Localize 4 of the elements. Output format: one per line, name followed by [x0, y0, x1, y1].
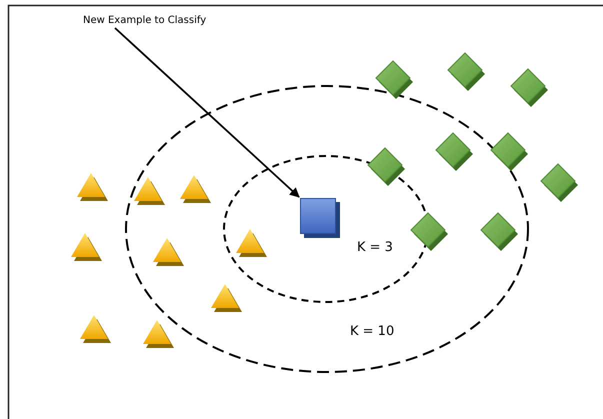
k-value-label: K = 10	[350, 324, 394, 339]
caption-text: New Example to Classify	[83, 15, 206, 26]
arrow	[114, 27, 300, 198]
k-value-label: K = 3	[357, 240, 393, 255]
